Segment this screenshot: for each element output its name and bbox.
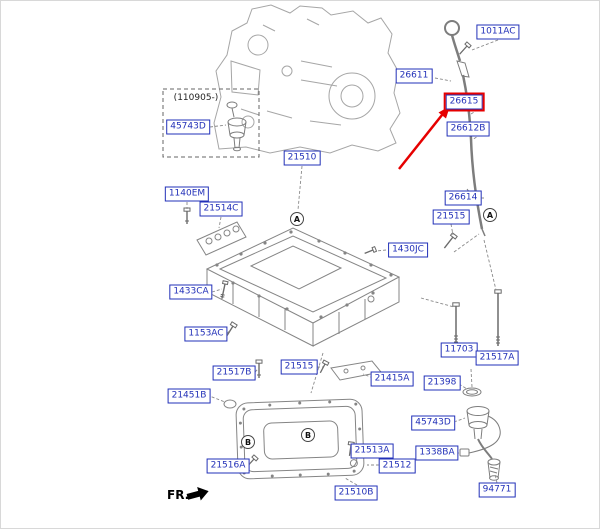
- stud-1433ca: [220, 280, 229, 299]
- bolt-1140em: [183, 207, 191, 224]
- oil-cap-drawing: [226, 101, 247, 152]
- bolt-1430jc: [364, 245, 378, 254]
- bolt-11703: [452, 302, 460, 343]
- part-label-1140EM[interactable]: 1140EM: [164, 186, 210, 202]
- part-label-21451B[interactable]: 21451B: [167, 388, 211, 404]
- part-label-1153AC[interactable]: 1153AC: [184, 326, 228, 342]
- part-label-11703[interactable]: 11703: [440, 342, 478, 358]
- ref-marker-B: B: [301, 428, 315, 442]
- part-label-26611[interactable]: 26611: [395, 68, 433, 84]
- fr-direction-arrow: [186, 486, 209, 501]
- part-label-45743D[interactable]: 45743D: [411, 415, 455, 431]
- part-label-1011AC[interactable]: 1011AC: [476, 24, 520, 40]
- part-label-26614[interactable]: 26614: [444, 190, 482, 206]
- gasket-drawing: [196, 221, 247, 256]
- part-label-21415A[interactable]: 21415A: [370, 371, 414, 387]
- ref-marker-B: B: [241, 435, 255, 449]
- part-label-21517A[interactable]: 21517A: [475, 350, 519, 366]
- part-label-21513A[interactable]: 21513A: [350, 443, 394, 459]
- bolt-21517a: [494, 289, 502, 346]
- ref-marker-A: A: [483, 208, 497, 222]
- grommet-drawing: [223, 399, 237, 409]
- ref-marker-A: A: [290, 212, 304, 226]
- note-110905: (110905-): [173, 93, 219, 103]
- part-label-21515[interactable]: 21515: [432, 209, 470, 225]
- bolt-21517b: [255, 359, 263, 378]
- bolt-21515-center: [319, 359, 330, 374]
- part-label-21516A[interactable]: 21516A: [206, 458, 250, 474]
- lower-oil-pan-drawing: [235, 398, 365, 480]
- part-label-21517B[interactable]: 21517B: [212, 365, 256, 381]
- part-label-21514C[interactable]: 21514C: [199, 201, 243, 217]
- part-label-94771[interactable]: 94771: [478, 482, 516, 498]
- bolt-dipstick-bracket: [443, 232, 458, 249]
- fr-label: FR.: [167, 488, 190, 502]
- part-label-26615[interactable]: 26615: [443, 92, 485, 112]
- part-label-21510B[interactable]: 21510B: [334, 485, 378, 501]
- highlight-arrow: [398, 106, 450, 170]
- part-label-26612B[interactable]: 26612B: [446, 121, 490, 137]
- oil-pan-drawing: [205, 227, 401, 347]
- part-label-1433CA[interactable]: 1433CA: [169, 284, 213, 300]
- part-label-1430JC[interactable]: 1430JC: [388, 242, 428, 258]
- oil-screen-assembly-drawing: [459, 387, 501, 481]
- part-label-21510[interactable]: 21510: [283, 150, 321, 166]
- engine-sketch: [213, 4, 401, 154]
- part-label-45743D[interactable]: 45743D: [166, 119, 210, 135]
- bolt-1011ac: [459, 41, 472, 55]
- part-label-21515[interactable]: 21515: [280, 359, 318, 375]
- part-label-21512[interactable]: 21512: [378, 458, 416, 474]
- part-label-21398[interactable]: 21398: [423, 375, 461, 391]
- part-label-1338BA[interactable]: 1338BA: [415, 445, 459, 461]
